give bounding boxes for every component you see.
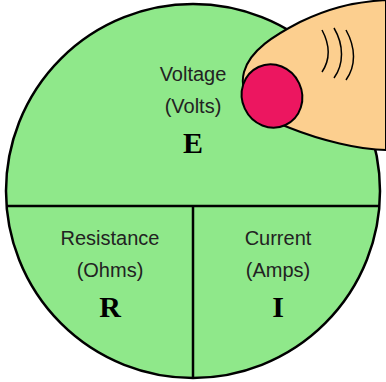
quantity-label: Current (Amps) xyxy=(222,222,334,286)
resistance-region: Resistance (Ohms) R xyxy=(41,222,179,324)
quantity-symbol: E xyxy=(129,126,257,160)
current-region: Current (Amps) I xyxy=(218,222,338,324)
finger-illustration xyxy=(231,0,386,150)
divider-line xyxy=(192,206,195,378)
quantity-symbol: R xyxy=(41,290,179,324)
quantity-label: Voltage (Volts) xyxy=(133,58,253,122)
voltage-region: Voltage (Volts) E xyxy=(129,58,257,160)
quantity-symbol: I xyxy=(218,290,338,324)
quantity-label: Resistance (Ohms) xyxy=(45,222,175,286)
